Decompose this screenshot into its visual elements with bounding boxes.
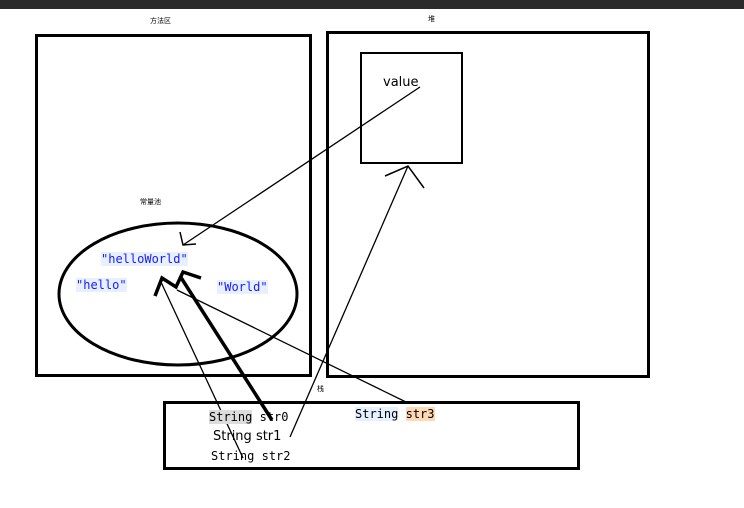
value-to-helloworld-arrow — [182, 86, 421, 246]
constant-pool-label: 常量池 — [140, 198, 161, 206]
str0-to-helloworld-arrowhead — [153, 269, 202, 297]
pool-string-hello: "hello" — [76, 278, 127, 292]
pool-string-helloworld: "helloWorld" — [101, 252, 188, 266]
method-area-label: 方法区 — [150, 17, 171, 25]
stack-var-str2: String str2 — [211, 449, 291, 463]
stack-var-str2-type: String — [211, 449, 255, 463]
stack-var-str1-type: String — [213, 429, 252, 444]
stack-var-str3: String str3 — [355, 407, 435, 421]
constant-pool-ellipse — [57, 221, 299, 367]
heap-object-value-label: value — [383, 75, 419, 90]
stack-var-str2-name: str2 — [261, 449, 291, 463]
stack-var-str0: String str0 — [209, 410, 289, 424]
stack-var-str3-type: String — [355, 407, 399, 421]
stack-box — [163, 401, 580, 470]
stack-var-str1: String str1 — [213, 429, 281, 445]
heap-object-box — [360, 52, 463, 164]
stack-var-str0-type: String — [209, 410, 253, 424]
value-to-helloworld-arrowhead — [179, 231, 197, 246]
str0-to-helloworld-arrow — [178, 275, 274, 421]
pool-string-world: "World" — [217, 280, 268, 294]
stack-var-str1-name: str1 — [255, 429, 282, 444]
str3-to-helloworld-arrow — [176, 289, 409, 404]
heap-label: 堆 — [428, 15, 435, 23]
window-top-bar — [0, 0, 744, 9]
stack-var-str0-name: str0 — [259, 410, 289, 424]
stack-var-str3-name: str3 — [405, 407, 435, 421]
heap-box — [326, 31, 650, 378]
stack-label: 栈 — [317, 385, 324, 393]
str1-to-heap-arrow — [289, 165, 409, 438]
str1-to-heap-arrowhead — [384, 165, 425, 189]
str2-to-helloworld-arrow — [159, 279, 244, 459]
method-area-box — [35, 34, 312, 377]
